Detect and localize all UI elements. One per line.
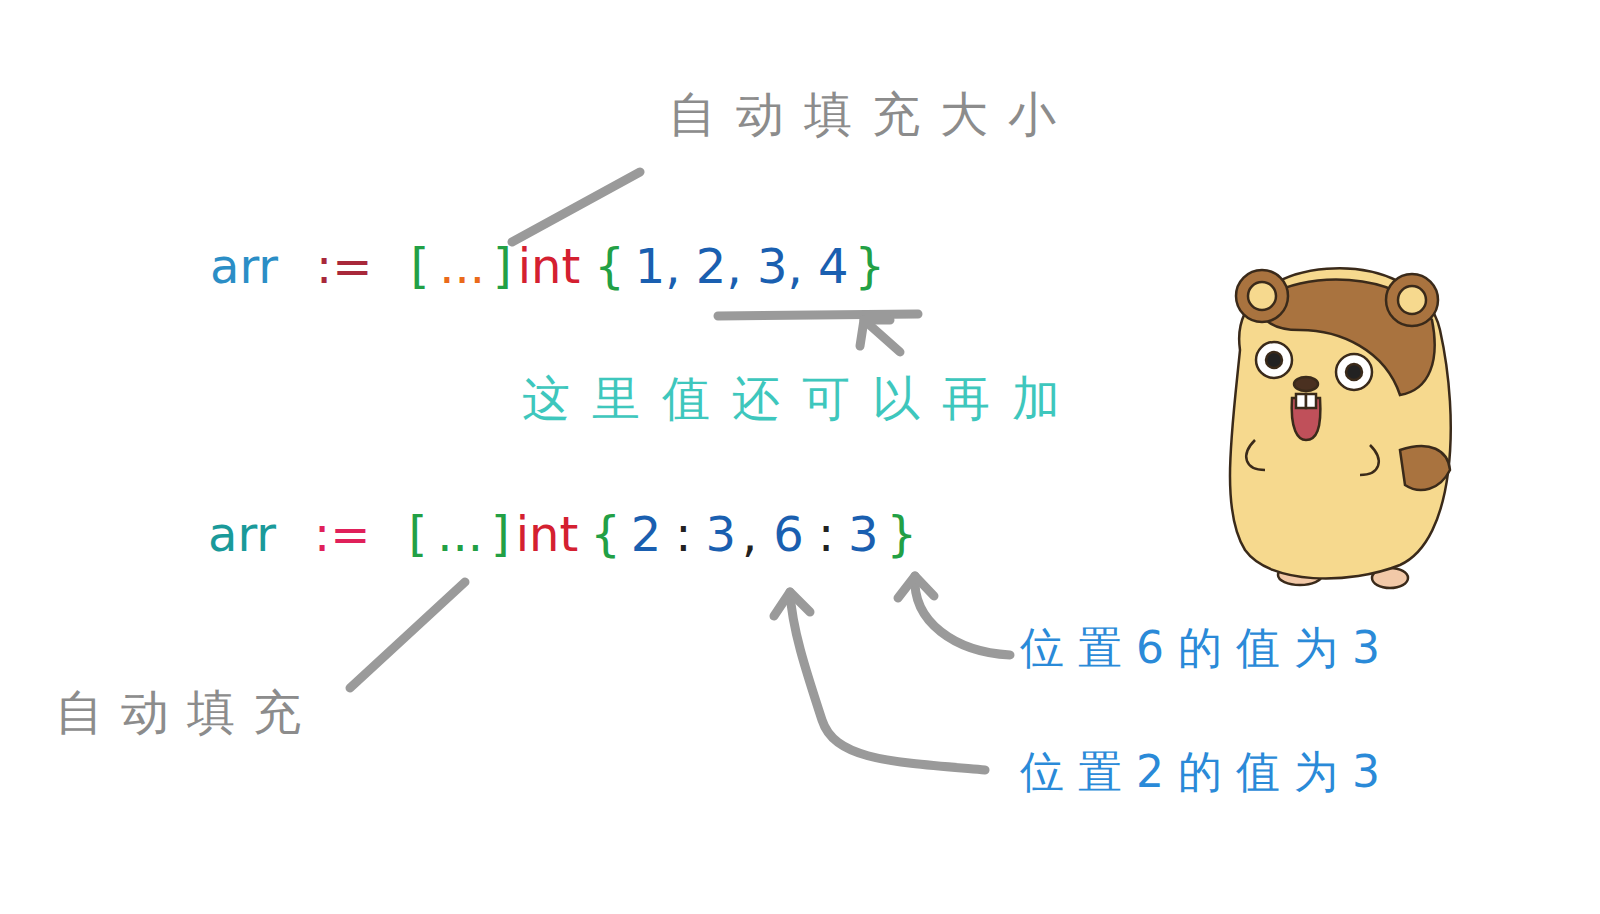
code-token: , <box>742 506 757 564</box>
arrow-line <box>864 320 900 352</box>
code-token: { <box>590 506 621 564</box>
code-token: 6 <box>773 506 804 564</box>
code-token: ... <box>439 238 485 296</box>
code-token: arr <box>210 238 278 296</box>
arrow-head <box>898 576 934 598</box>
code-token: : <box>675 506 691 564</box>
code-token: { <box>594 238 625 296</box>
arrow-head <box>860 320 890 346</box>
code-token: ... <box>437 506 483 564</box>
code-token: := <box>316 238 372 296</box>
code-token: 3 <box>706 506 737 564</box>
code-token: ] <box>493 238 512 296</box>
annotation-label: 位置2的值为3 <box>1020 746 1394 799</box>
curved-arrow <box>790 592 985 770</box>
code-token: } <box>887 506 918 564</box>
leader-line <box>512 172 640 242</box>
code-token: [ <box>410 238 429 296</box>
code-token: int <box>518 238 581 296</box>
code-token: := <box>314 506 370 564</box>
gopher-illustration <box>1230 268 1451 588</box>
code-token: : <box>818 506 834 564</box>
annotation-label: 位置6的值为3 <box>1020 622 1394 675</box>
code-token: 2 <box>631 506 662 564</box>
leader-line <box>350 582 465 688</box>
annotation-label: 这里值还可以再加 <box>522 370 1082 428</box>
code-token: 1, 2, 3, 4 <box>635 238 849 296</box>
code-token: 3 <box>848 506 879 564</box>
code-token: arr <box>208 506 276 564</box>
arrow-head <box>774 592 810 616</box>
annotation-label: 自动填充 <box>55 684 319 742</box>
code-token: [ <box>408 506 427 564</box>
annotation-label: 自动填充大小 <box>668 86 1076 144</box>
code-token: ] <box>491 506 510 564</box>
code-token: int <box>516 506 579 564</box>
code-token: } <box>855 238 886 296</box>
